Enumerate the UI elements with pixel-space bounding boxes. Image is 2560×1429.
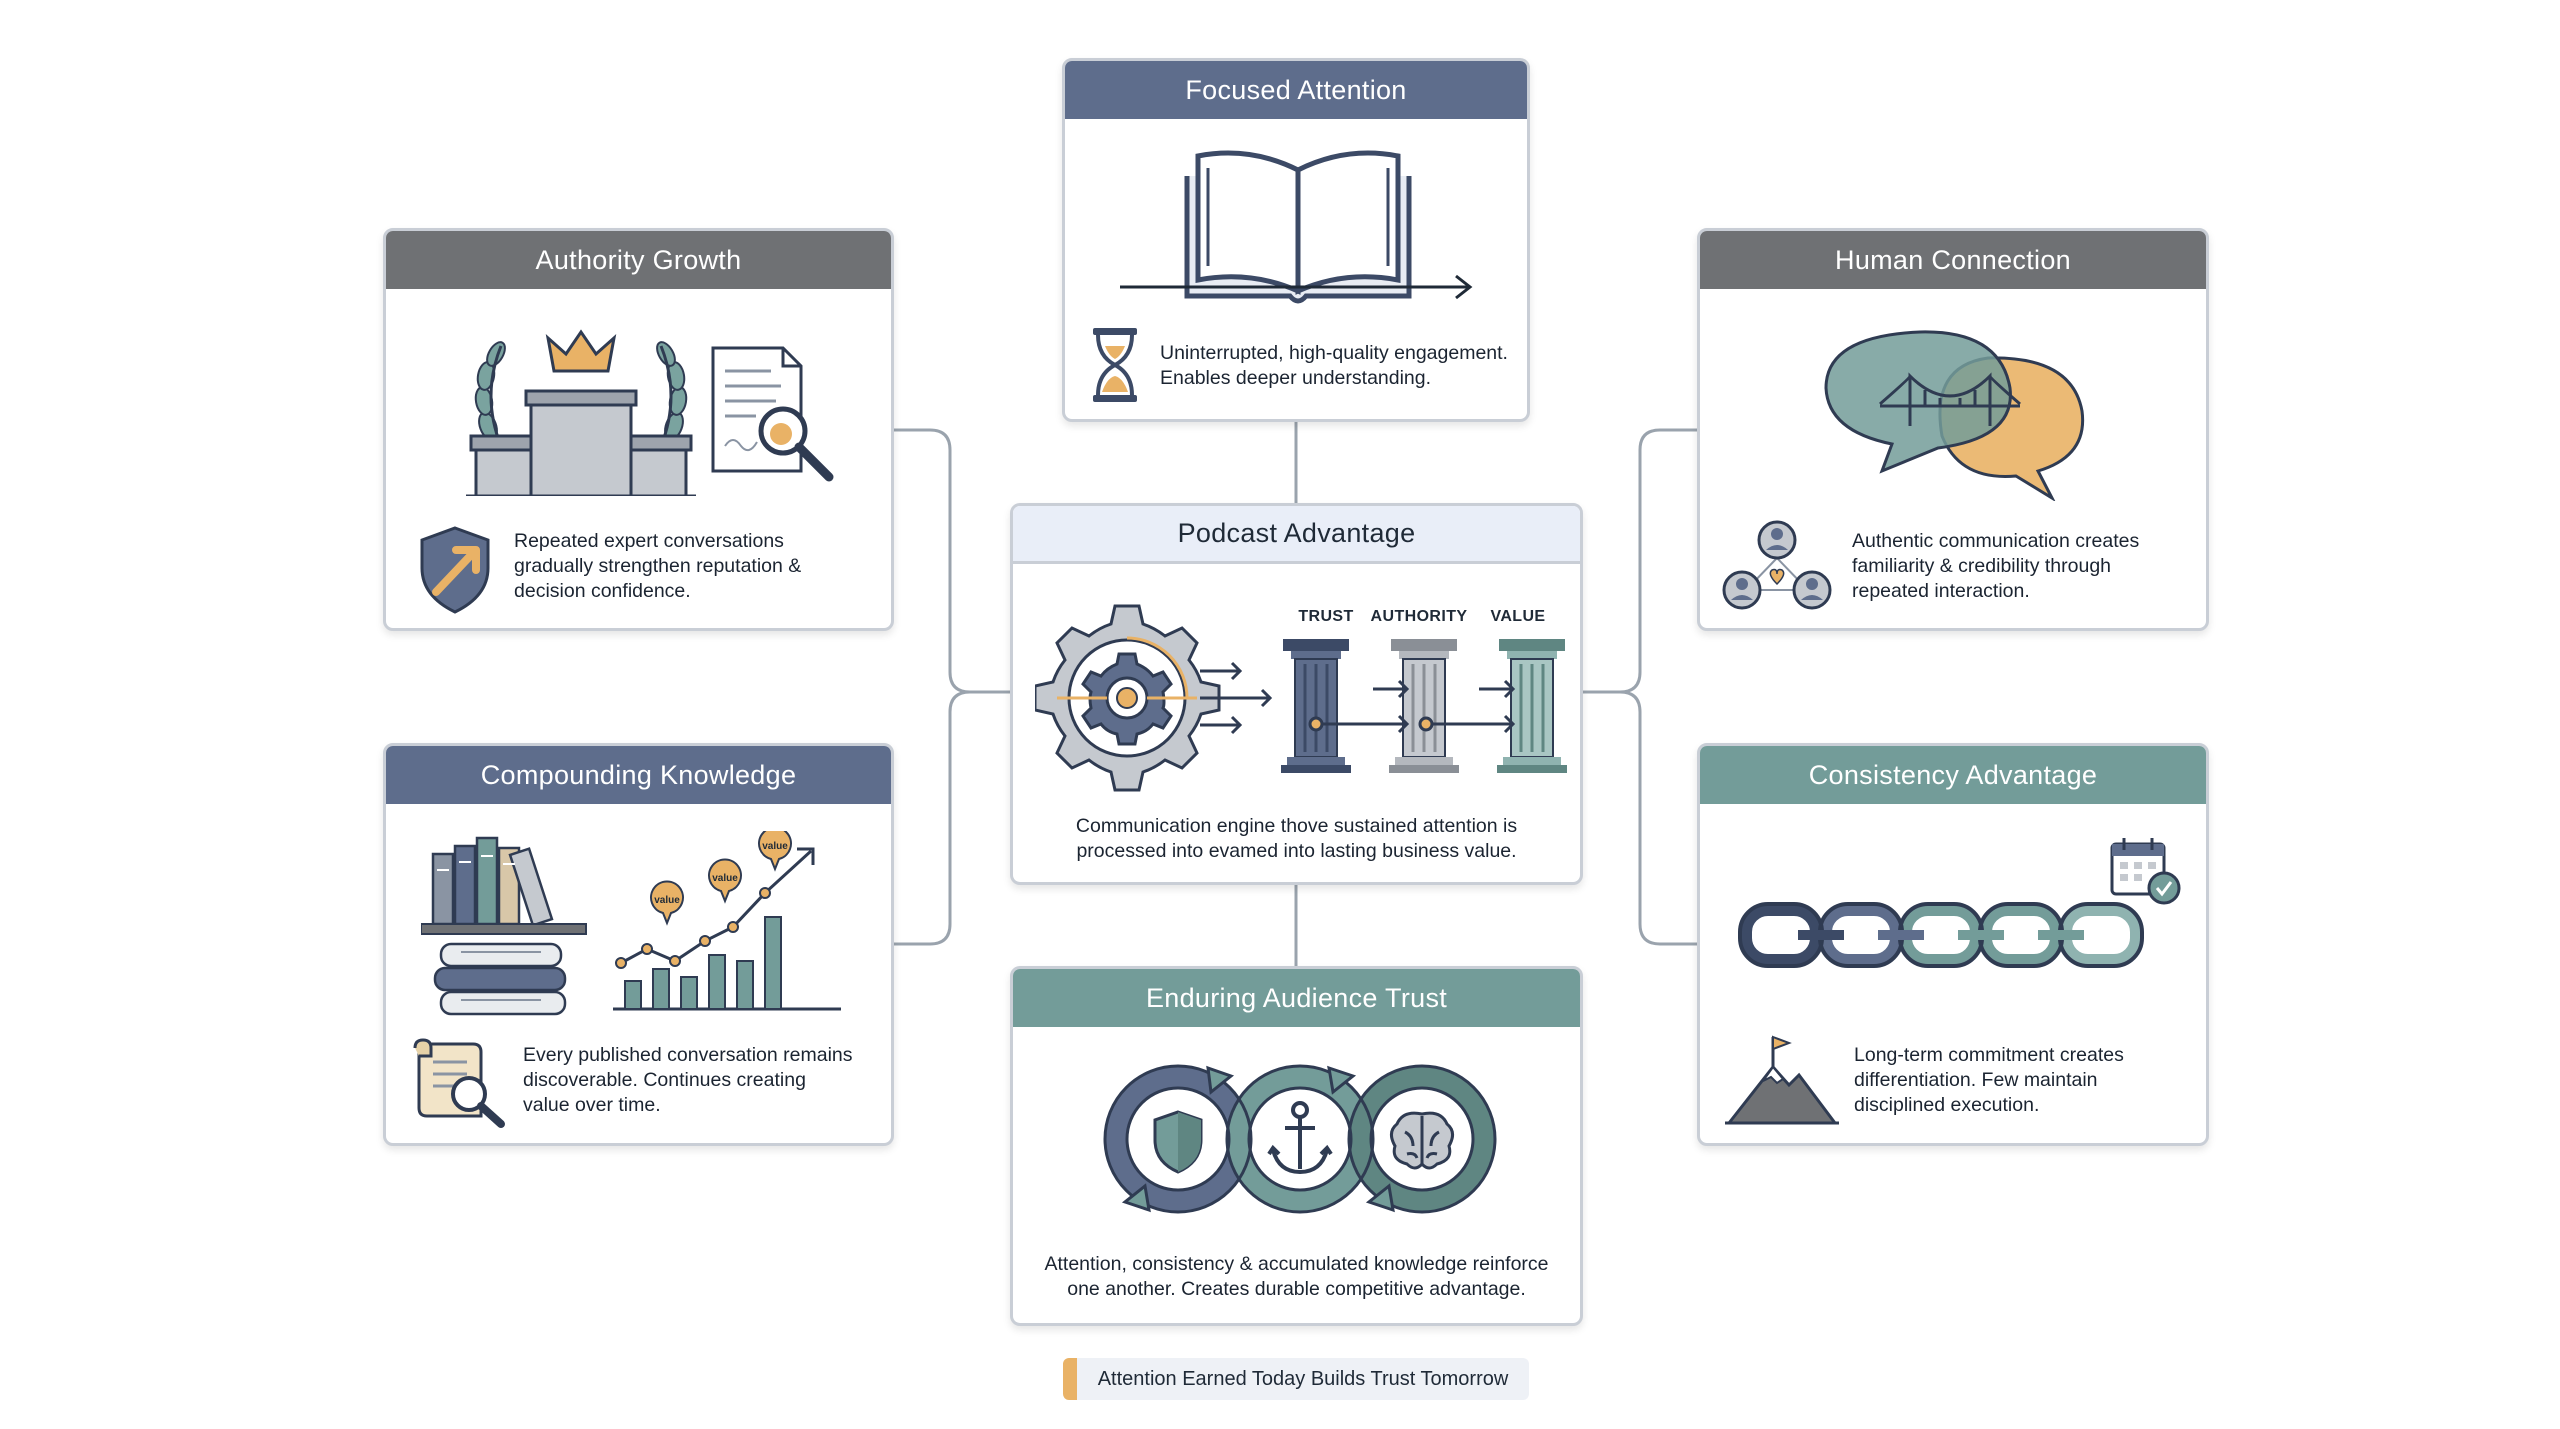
description-line: Enables deeper understanding. bbox=[1160, 367, 1432, 389]
value-tag: value bbox=[654, 895, 680, 906]
card-consistency-advantage: Consistency Advantage bbox=[1697, 743, 2209, 1146]
description-line: repeated interaction. bbox=[1852, 580, 2030, 602]
connector-center-to-human bbox=[1582, 428, 1698, 694]
magnifier-icon bbox=[758, 406, 834, 482]
description-line: decision confidence. bbox=[514, 580, 691, 602]
description-line: discoverable. Continues creating bbox=[523, 1069, 806, 1091]
description-line: processed into evamed into lasting busin… bbox=[1076, 840, 1517, 862]
pillar-icon bbox=[1281, 639, 1351, 773]
growth-chart-icon: value value value bbox=[613, 831, 841, 1011]
certificate-icon bbox=[711, 346, 834, 482]
crown-icon bbox=[545, 329, 617, 373]
magnifier-icon bbox=[451, 1076, 505, 1128]
card-authority-growth: Authority Growth bbox=[383, 228, 894, 631]
description-line: value over time. bbox=[523, 1094, 661, 1116]
anchor-icon bbox=[1267, 1101, 1333, 1175]
mountain-flag-icon bbox=[1725, 1035, 1839, 1125]
description-line: familiarity & credibility through bbox=[1852, 555, 2112, 577]
description-line: differentiation. Few maintain bbox=[1854, 1069, 2098, 1091]
pillar-icon bbox=[1389, 639, 1459, 773]
card-compounding-knowledge: Compounding Knowledge val bbox=[383, 743, 894, 1146]
card-title: Authority Growth bbox=[386, 231, 891, 289]
books-icon bbox=[421, 836, 587, 1016]
description-line: gradually strengthen reputation & bbox=[514, 555, 802, 577]
description-line: Long-term commitment creates bbox=[1854, 1044, 2124, 1066]
connector-center-to-consistency bbox=[1619, 690, 1698, 946]
pillar-label-authority: AUTHORITY bbox=[1370, 608, 1468, 625]
hourglass-icon bbox=[1093, 328, 1137, 402]
description-line: Every published conversation remains bbox=[523, 1044, 853, 1066]
connector-authority-to-center bbox=[893, 428, 1010, 694]
card-enduring-audience-trust: Enduring Audience Trust bbox=[1010, 966, 1583, 1326]
description-line: Authentic communication creates bbox=[1852, 530, 2140, 552]
description-line: Attention, consistency & accumulated kno… bbox=[1044, 1253, 1549, 1275]
description-line: Repeated expert conversations bbox=[514, 530, 784, 552]
brain-icon bbox=[1390, 1111, 1454, 1170]
card-title: Podcast Advantage bbox=[1013, 506, 1580, 564]
connector-knowledge-to-center bbox=[893, 690, 971, 946]
speech-bubbles-icon bbox=[1824, 330, 2085, 501]
card-title: Focused Attention bbox=[1065, 61, 1527, 119]
calendar-check-icon bbox=[2110, 838, 2181, 905]
cycle-arrows-icon bbox=[1103, 1064, 1497, 1214]
card-title: Human Connection bbox=[1700, 231, 2206, 289]
gear-icon bbox=[1035, 604, 1273, 792]
pillar-label-value: VALUE bbox=[1490, 608, 1546, 625]
description-line: Communication engine thove sustained att… bbox=[1075, 815, 1518, 837]
value-tag: value bbox=[762, 841, 788, 852]
footer-banner-text: Attention Earned Today Builds Trust Tomo… bbox=[1097, 1367, 1509, 1390]
pillar-icon bbox=[1497, 639, 1567, 773]
pillars-row bbox=[1281, 639, 1567, 773]
description-line: one another. Creates durable competitive… bbox=[1067, 1278, 1526, 1300]
card-title: Consistency Advantage bbox=[1700, 746, 2206, 804]
card-title: Enduring Audience Trust bbox=[1013, 969, 1580, 1027]
description-line: disciplined execution. bbox=[1854, 1094, 2040, 1116]
scroll-icon bbox=[413, 1038, 505, 1128]
podium-icon bbox=[466, 329, 696, 496]
bridge-icon bbox=[1879, 372, 2021, 426]
open-book-icon bbox=[1120, 150, 1473, 304]
chain-icon bbox=[1738, 902, 2144, 968]
description-line: Uninterrupted, high-quality engagement. bbox=[1160, 342, 1508, 364]
card-human-connection: Human Connection Authentic communication… bbox=[1697, 228, 2209, 631]
pillar-label-trust: TRUST bbox=[1298, 608, 1354, 625]
shield-arrow-icon bbox=[420, 526, 490, 614]
people-network-icon bbox=[1722, 520, 1832, 610]
card-title: Compounding Knowledge bbox=[386, 746, 891, 804]
card-podcast-advantage: Podcast Advantage TRUST AUTHORITY VALUE bbox=[1010, 503, 1583, 885]
card-focused-attention: Focused Attention Uninterrupted, high-qu… bbox=[1062, 58, 1530, 422]
value-tag: value bbox=[712, 873, 738, 884]
footer-banner: Attention Earned Today Builds Trust Tomo… bbox=[1063, 1358, 1529, 1400]
